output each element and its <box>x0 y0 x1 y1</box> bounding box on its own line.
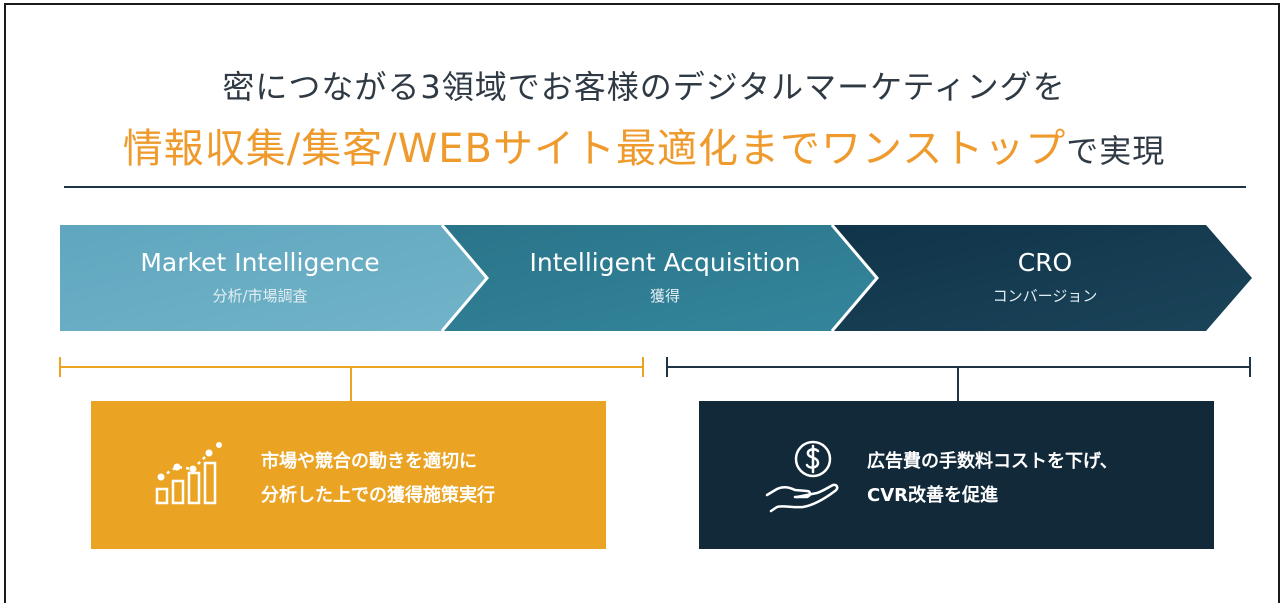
stage-subtitle: 獲得 <box>649 287 680 305</box>
stage-title: CRO <box>1017 248 1073 277</box>
heading-highlight: 情報収集/集客/WEBサイト最適化までワンストップ <box>122 126 1067 172</box>
stage-arrow-cro <box>832 225 1252 331</box>
stage-intelligent-acquisition: Intelligent Acquisition 獲得 <box>480 247 850 307</box>
box-right-line1: 広告費の手数料コストを下げ、 <box>867 451 1118 472</box>
stage-title: Market Intelligence <box>140 248 380 277</box>
growth-chart-icon <box>155 442 222 505</box>
money-hand-icon <box>765 440 839 513</box>
bracket-left <box>59 357 644 420</box>
box-left-line2: 分析した上での獲得施策実行 <box>261 485 495 506</box>
stage-title: Intelligent Acquisition <box>529 248 801 277</box>
box-right-text: 広告費の手数料コストを下げ、 CVR改善を促進 <box>867 445 1118 513</box>
heading-divider <box>64 186 1246 188</box>
heading-line2: 情報収集/集客/WEBサイト最適化までワンストップで実現 <box>0 116 1288 174</box>
box-left-line1: 市場や競合の動きを適切に <box>261 451 477 472</box>
stage-subtitle: 分析/市場調査 <box>212 287 308 305</box>
stage-market-intelligence: Market Intelligence 分析/市場調査 <box>60 247 460 307</box>
box-right-line2: CVR改善を促進 <box>867 485 999 506</box>
heading-tail: で実現 <box>1066 132 1166 170</box>
box-market-analysis: 市場や競合の動きを適切に 分析した上での獲得施策実行 <box>91 401 606 549</box>
stage-subtitle: コンバージョン <box>992 287 1098 305</box>
box-left-text: 市場や競合の動きを適切に 分析した上での獲得施策実行 <box>261 445 495 513</box>
heading-line1: 密につながる3領域でお客様のデジタルマーケティングを <box>222 68 1066 106</box>
stage-cro: CRO コンバージョン <box>880 247 1210 307</box>
frame-border <box>4 3 1280 603</box>
box-cost-reduction: 広告費の手数料コストを下げ、 CVR改善を促進 <box>699 401 1214 549</box>
stage-arrow-market-intelligence <box>60 225 487 331</box>
stage-arrow-intelligent-acquisition <box>442 225 877 331</box>
